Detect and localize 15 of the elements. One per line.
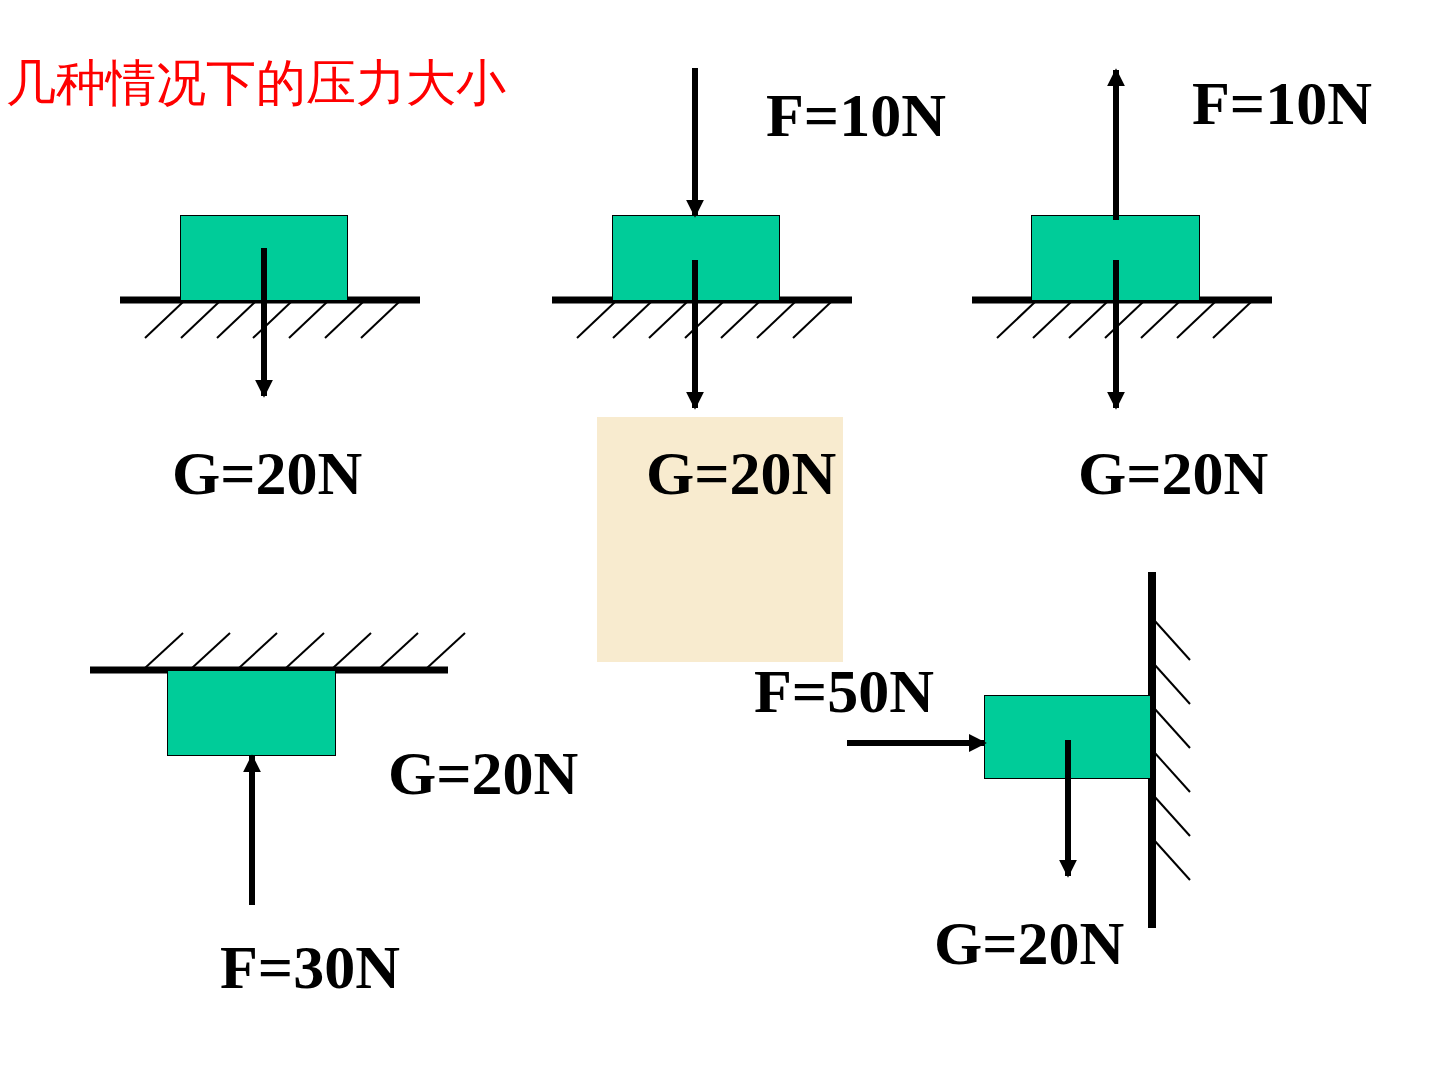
force-label: G=20N (172, 442, 363, 504)
block (612, 215, 780, 301)
title: 几种情况下的压力大小 (6, 58, 506, 108)
force-label: F=50N (754, 660, 934, 722)
force-label: G=20N (934, 912, 1125, 974)
force-label: G=20N (1078, 442, 1269, 504)
force-label: F=10N (766, 84, 946, 146)
block (167, 670, 336, 756)
block (1031, 215, 1200, 301)
block (984, 695, 1151, 779)
force-label: F=10N (1192, 72, 1372, 134)
force-label: G=20N (646, 442, 837, 504)
block (180, 215, 348, 301)
force-label: F=30N (220, 936, 400, 998)
force-label: G=20N (388, 742, 579, 804)
